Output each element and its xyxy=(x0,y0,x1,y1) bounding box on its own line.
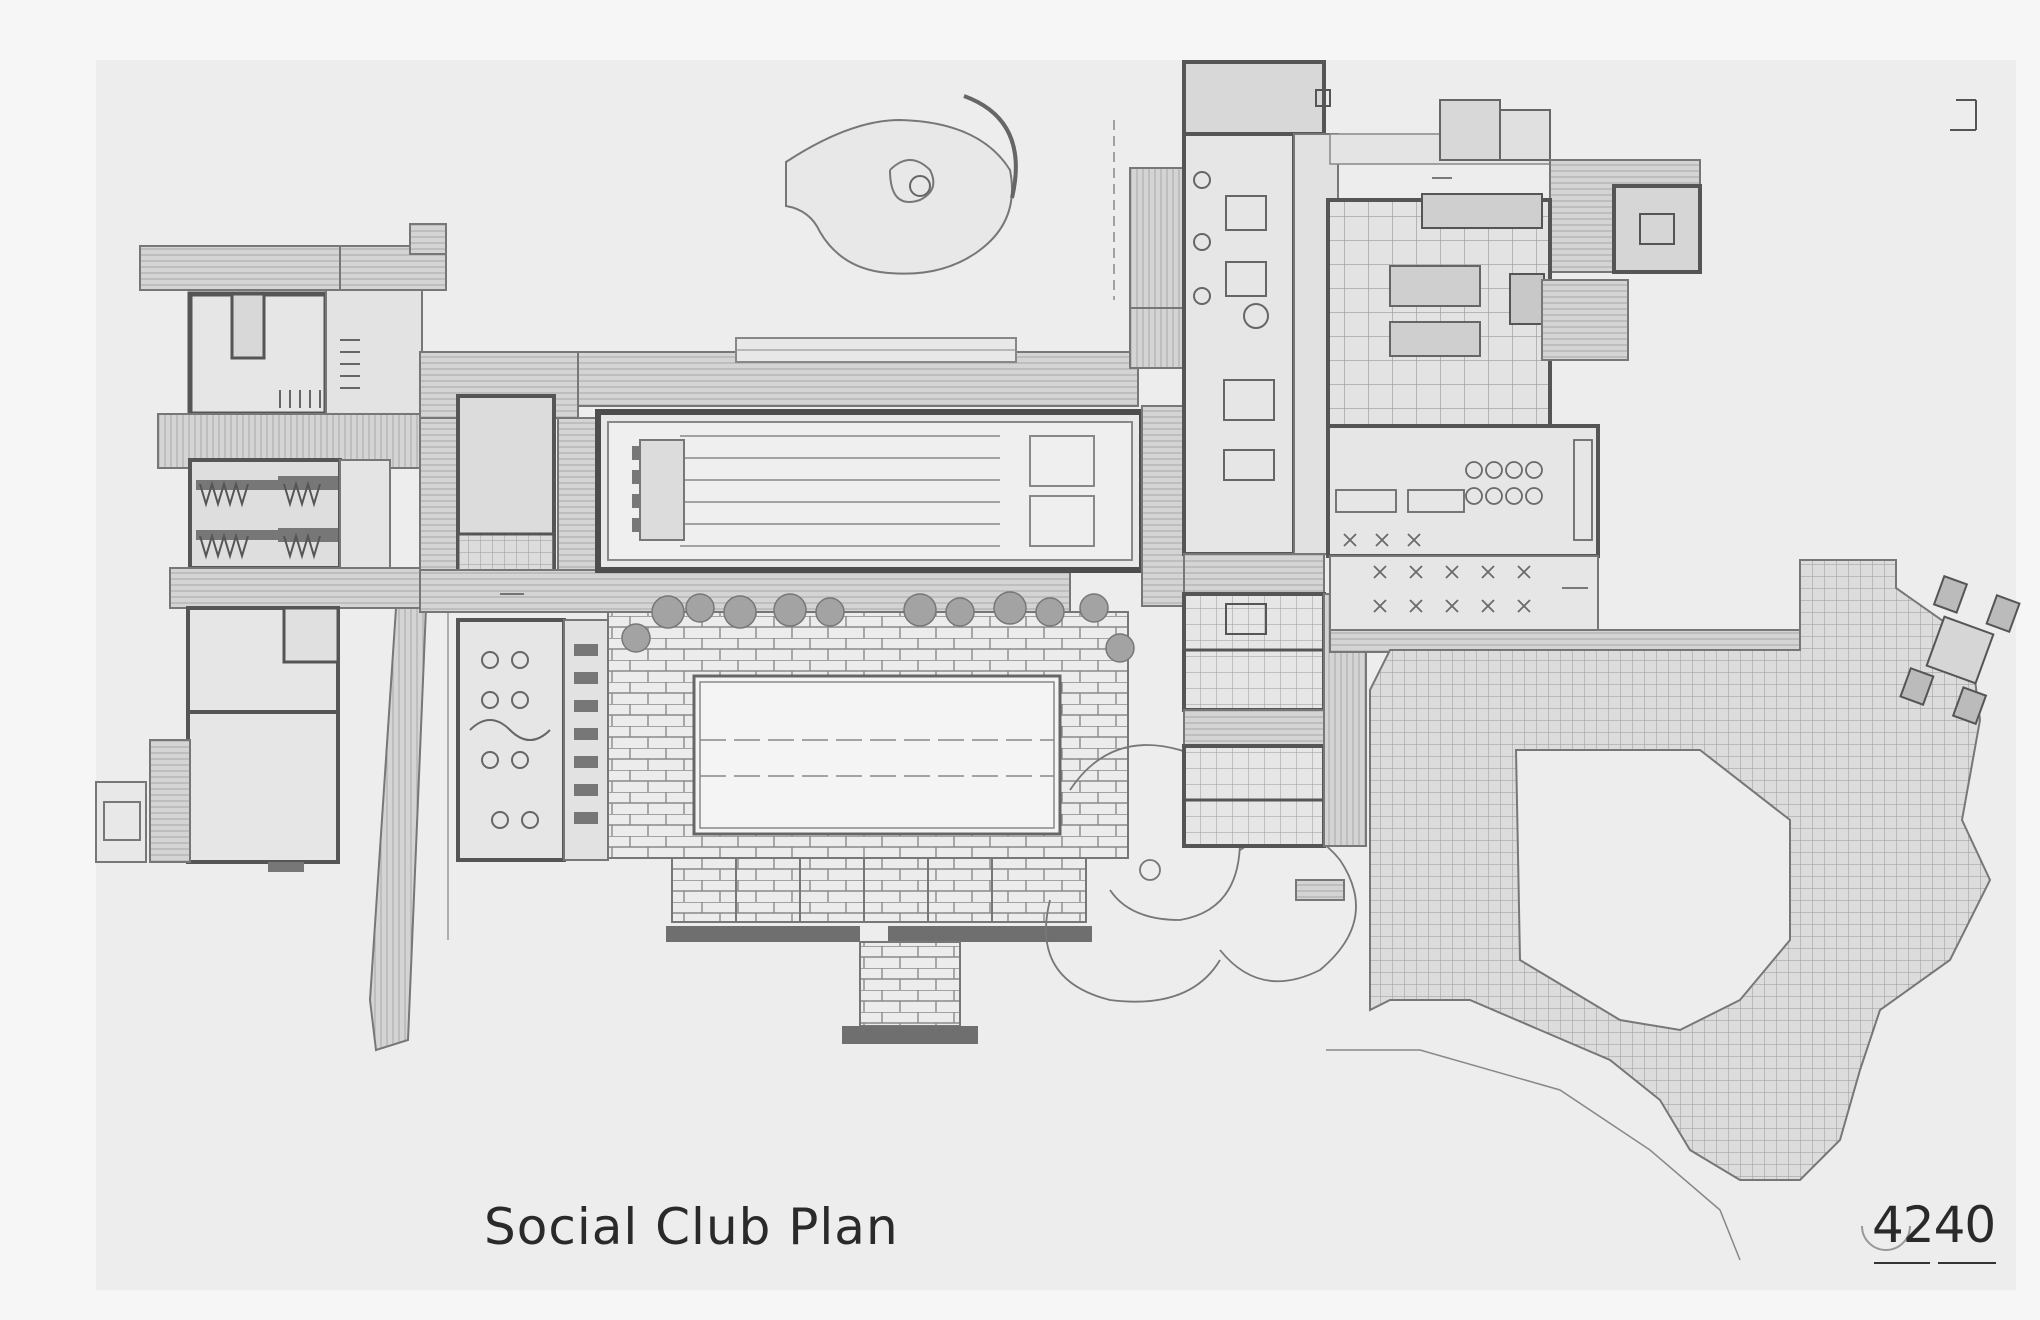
logo-underline-left xyxy=(1874,1262,1930,1264)
central-wing xyxy=(419,337,1357,1044)
logo-text: 4240 xyxy=(1872,1196,1996,1254)
logo-underline-right xyxy=(1938,1262,1996,1264)
kitchen-dining xyxy=(1325,99,1841,653)
gazebo xyxy=(1899,574,2021,726)
door-markers xyxy=(500,177,1588,595)
plan-title: Social Club Plan xyxy=(484,1198,899,1256)
paved-terrace xyxy=(1326,99,2021,1261)
west-wing xyxy=(95,223,449,1052)
brand-logo: 4240 xyxy=(1872,1196,2002,1276)
fire-pit-garden xyxy=(785,94,1018,275)
